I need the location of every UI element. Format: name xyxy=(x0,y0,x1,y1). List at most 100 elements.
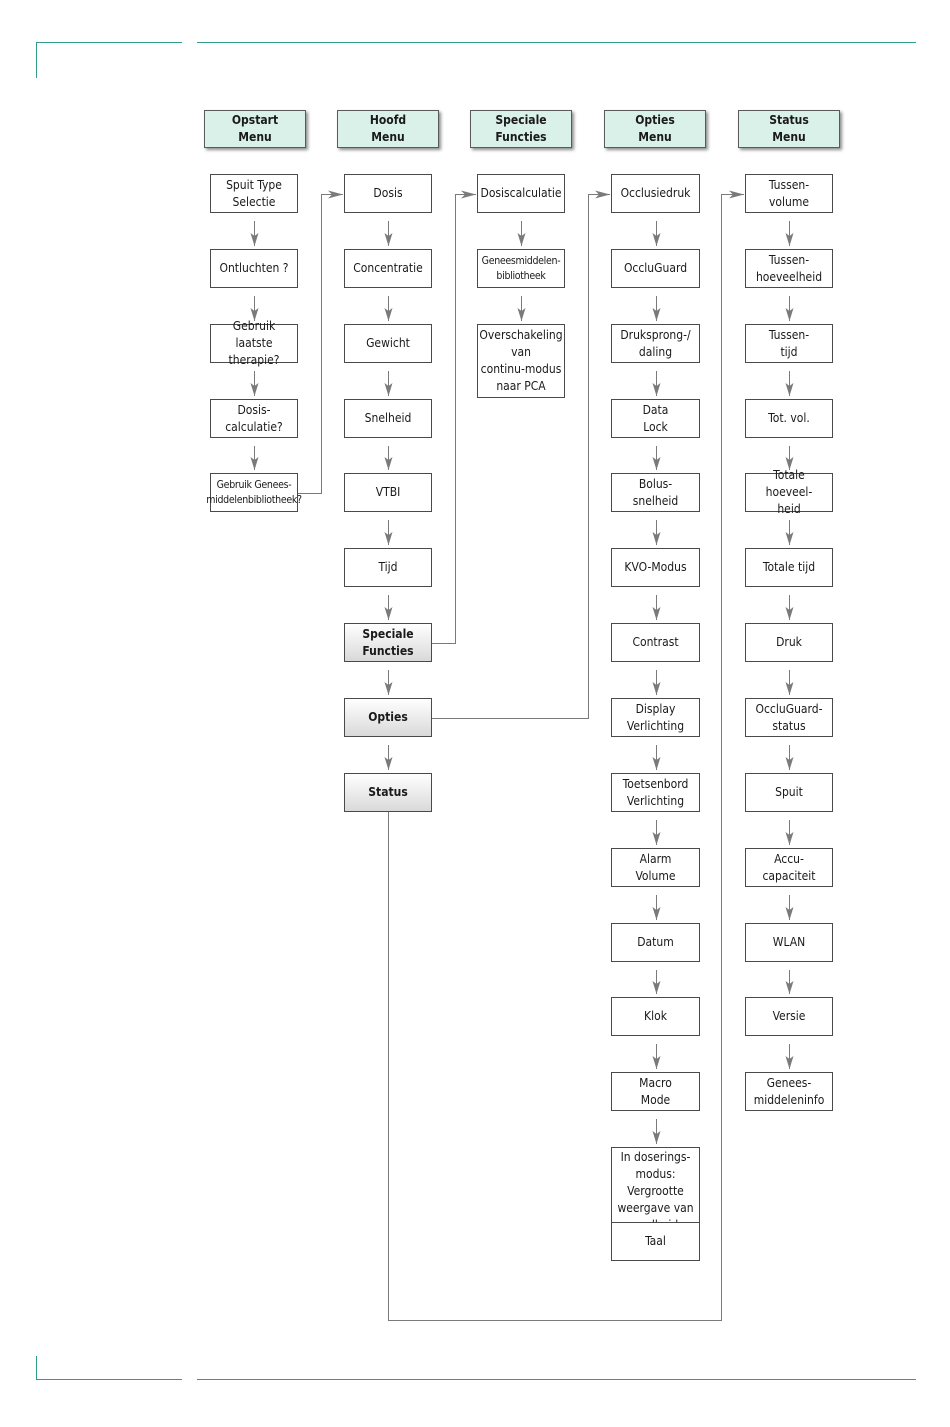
menu-item-macro-mode: Macro Mode xyxy=(611,1072,700,1111)
menu-item-accu-capaciteit: Accu- capaciteit xyxy=(745,848,833,887)
menu-item-spuit: Spuit xyxy=(745,773,833,812)
arrow-right-icon xyxy=(729,190,744,199)
menu-item-gewicht: Gewicht xyxy=(344,324,432,363)
arrow-down-icon xyxy=(652,308,661,321)
menu-item-tot-vol: Tot. vol. xyxy=(745,399,833,438)
menu-item-bolus-snelheid: Bolus- snelheid xyxy=(611,473,700,512)
menu-item-genees-middeleninfo: Genees- middeleninfo xyxy=(745,1072,833,1111)
menu-item-in-doserings-modus-vergrootte-weergave-van-snelheid: In doserings- modus: Vergrootte weergave… xyxy=(611,1147,700,1235)
arrow-down-icon xyxy=(785,233,794,246)
arrow-down-icon xyxy=(652,383,661,396)
bottom-left-tick xyxy=(36,1356,37,1380)
arrow-down-icon xyxy=(384,532,393,545)
connector-opstart-to-hoofd xyxy=(298,194,343,494)
column-header-hoofd-menu: Hoofd Menu xyxy=(337,110,439,148)
bottom-right-rule xyxy=(197,1379,916,1380)
arrow-down-icon xyxy=(384,383,393,396)
menu-item-dosis-calculatie: Dosis- calculatie? xyxy=(210,399,298,438)
menu-item-klok: Klok xyxy=(611,997,700,1036)
menu-item-alarm-volume: Alarm Volume xyxy=(611,848,700,887)
menu-item-occluguard-status: OccluGuard- status xyxy=(745,698,833,737)
arrow-down-icon xyxy=(652,532,661,545)
top-right-rule xyxy=(197,42,916,43)
arrow-down-icon xyxy=(652,981,661,994)
arrow-down-icon xyxy=(652,1131,661,1144)
menu-item-opties: Opties xyxy=(344,698,432,737)
menu-item-status: Status xyxy=(344,773,432,812)
menu-item-tijd: Tijd xyxy=(344,548,432,587)
arrow-down-icon xyxy=(250,233,259,246)
arrow-down-icon xyxy=(250,383,259,396)
arrow-down-icon xyxy=(785,607,794,620)
arrow-down-icon xyxy=(384,607,393,620)
arrow-down-icon xyxy=(517,233,526,246)
arrow-down-icon xyxy=(250,308,259,321)
menu-item-dosiscalculatie: Dosiscalculatie xyxy=(477,174,565,213)
connector-hoofd-to-status xyxy=(388,194,744,1321)
menu-item-occlusiedruk: Occlusiedruk xyxy=(611,174,700,213)
arrow-down-icon xyxy=(384,308,393,321)
top-left-tick xyxy=(36,42,37,78)
arrow-down-icon xyxy=(250,457,259,470)
menu-item-gebruik-genees-middelenbibliotheek: Gebruik Genees- middelenbibliotheek? xyxy=(206,473,302,512)
arrow-down-icon xyxy=(652,1056,661,1069)
menu-item-tussen-tijd: Tussen- tijd xyxy=(745,324,833,363)
bottom-left-rule xyxy=(36,1379,182,1380)
menu-item-toetsenbord-verlichting: Toetsenbord Verlichting xyxy=(611,773,700,812)
menu-item-overschakeling-van-continu-modus-naar-pca: Overschakeling van continu-modus naar PC… xyxy=(477,324,565,398)
menu-item-gebruik-laatste-therapie: Gebruik laatste therapie? xyxy=(210,319,298,367)
menu-item-versie: Versie xyxy=(745,997,833,1036)
menu-item-snelheid: Snelheid xyxy=(344,399,432,438)
menu-item-druksprong-daling: Druksprong-/ daling xyxy=(611,324,700,363)
menu-item-wlan: WLAN xyxy=(745,923,833,962)
column-header-status-menu: Status Menu xyxy=(738,110,840,148)
arrow-down-icon xyxy=(652,682,661,695)
connector-hoofd-to-speciale xyxy=(432,194,476,644)
arrow-down-icon xyxy=(384,233,393,246)
arrow-down-icon xyxy=(384,457,393,470)
arrow-down-icon xyxy=(785,981,794,994)
menu-item-vtbi: VTBI xyxy=(344,473,432,512)
menu-item-dosis: Dosis xyxy=(344,174,432,213)
arrow-right-icon xyxy=(328,190,343,199)
menu-item-ontluchten: Ontluchten ? xyxy=(210,249,298,288)
menu-item-totale-tijd: Totale tijd xyxy=(745,548,833,587)
menu-item-tussen-hoeveelheid: Tussen- hoeveelheid xyxy=(745,249,833,288)
menu-item-druk: Druk xyxy=(745,623,833,662)
arrow-down-icon xyxy=(785,757,794,770)
menu-item-occluguard: OccluGuard xyxy=(611,249,700,288)
arrow-down-icon xyxy=(517,308,526,321)
menu-item-tussen-volume: Tussen- volume xyxy=(745,174,833,213)
menu-item-datum: Datum xyxy=(611,923,700,962)
menu-item-kvo-modus: KVO-Modus xyxy=(611,548,700,587)
arrow-down-icon xyxy=(785,383,794,396)
menu-item-display-verlichting: Display Verlichting xyxy=(611,698,700,737)
arrow-down-icon xyxy=(384,682,393,695)
arrow-down-icon xyxy=(785,308,794,321)
column-header-speciale-functies: Speciale Functies xyxy=(470,110,572,148)
arrow-right-icon xyxy=(595,190,610,199)
menu-item-contrast: Contrast xyxy=(611,623,700,662)
arrow-down-icon xyxy=(785,457,794,470)
arrow-down-icon xyxy=(785,1056,794,1069)
arrow-down-icon xyxy=(652,607,661,620)
arrow-down-icon xyxy=(785,682,794,695)
menu-item-speciale-functies: Speciale Functies xyxy=(344,623,432,662)
menu-item-spuit-type-selectie: Spuit Type Selectie xyxy=(210,174,298,213)
menu-item-geneesmiddelen-bibliotheek: Geneesmiddelen- bibliotheek xyxy=(477,249,565,288)
arrow-down-icon xyxy=(785,532,794,545)
top-left-rule xyxy=(36,42,182,43)
arrow-down-icon xyxy=(652,832,661,845)
column-header-opties-menu: Opties Menu xyxy=(604,110,706,148)
menu-item-concentratie: Concentratie xyxy=(344,249,432,288)
column-header-opstart-menu: Opstart Menu xyxy=(204,110,306,148)
arrow-down-icon xyxy=(785,907,794,920)
menu-item-totale-hoeveel-heid: Totale hoeveel- heid xyxy=(745,468,833,516)
arrow-down-icon xyxy=(652,457,661,470)
menu-item-taal: Taal xyxy=(611,1222,700,1261)
arrow-down-icon xyxy=(785,832,794,845)
arrow-down-icon xyxy=(652,907,661,920)
arrow-right-icon xyxy=(461,190,476,199)
arrow-down-icon xyxy=(384,757,393,770)
